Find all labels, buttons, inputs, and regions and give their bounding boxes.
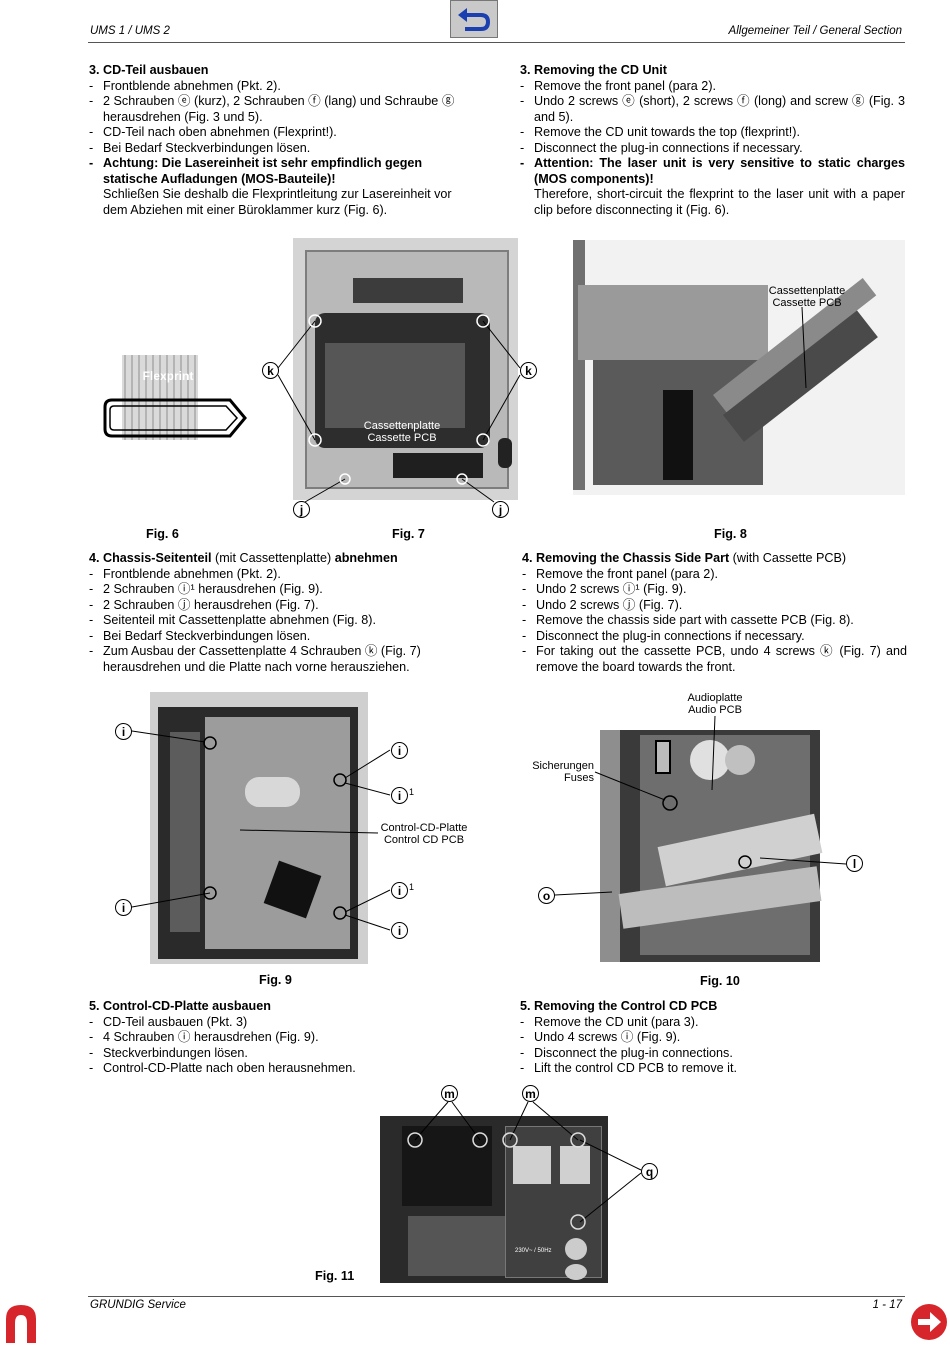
- list-item: Bei Bedarf Steckverbindungen lösen.: [89, 629, 477, 645]
- footer-divider: [88, 1296, 905, 1297]
- section-title: 3. Removing the CD Unit: [520, 63, 667, 77]
- fig8-caption: Fig. 8: [714, 527, 747, 541]
- list-item: Disconnect the plug-in connections.: [520, 1046, 905, 1062]
- flexprint-label: Flexprint: [142, 369, 194, 383]
- list-item: CD-Teil ausbauen (Pkt. 3): [89, 1015, 477, 1031]
- next-page-arrow-icon: [911, 1304, 947, 1340]
- fig10-photo: [600, 730, 823, 962]
- list-item: Undo 4 screws ⓘ (Fig. 9).: [520, 1030, 905, 1046]
- list-item: Undo 2 screws ⓙ (Fig. 7).: [522, 598, 907, 614]
- list-item: Lift the control CD PCB to remove it.: [520, 1061, 905, 1077]
- fig11-caption: Fig. 11: [315, 1269, 355, 1283]
- callout-j-left: j: [293, 501, 310, 518]
- fig8-photo: [573, 240, 905, 495]
- list-item: 4 Schrauben ⓘ herausdrehen (Fig. 9).: [89, 1030, 477, 1046]
- section-title: 5. Control-CD-Platte ausbauen: [89, 999, 271, 1013]
- fig6-caption: Fig. 6: [146, 527, 179, 541]
- list-item: Zum Ausbau der Cassettenplatte 4 Schraub…: [89, 644, 477, 675]
- return-arrow-icon: [458, 8, 491, 31]
- previous-page-icon: [6, 1305, 36, 1343]
- fig9-photo: [150, 692, 368, 964]
- flexprint-diagram: [103, 355, 247, 440]
- list-item: 2 Schrauben ⓘ¹ herausdrehen (Fig. 9).: [89, 582, 477, 598]
- warning-text: Attention: The laser unit is very sensit…: [534, 156, 905, 186]
- header-section: Allgemeiner Teil / General Section: [728, 25, 902, 37]
- fig7-photo: [293, 238, 518, 500]
- section-title: 4. Chassis-Seitenteil (mit Cassettenplat…: [89, 551, 398, 565]
- list-item: Seitenteil mit Cassettenplatte abnehmen …: [89, 613, 477, 629]
- section-5-english: 5. Removing the Control CD PCB Remove th…: [520, 999, 905, 1077]
- callout-k-left: k: [262, 362, 279, 379]
- section-3-english: 3. Removing the CD Unit Remove the front…: [520, 63, 905, 218]
- list-item: Bei Bedarf Steckverbindungen lösen.: [89, 141, 477, 157]
- list-item: Steckverbindungen lösen.: [89, 1046, 477, 1062]
- callout-j-right: j: [492, 501, 509, 518]
- superscript-1: 1: [409, 787, 415, 797]
- callout-o: o: [538, 887, 555, 904]
- warning-text: Achtung: Die Lasereinheit ist sehr empfi…: [103, 156, 423, 186]
- list-item: Frontblende abnehmen (Pkt. 2).: [89, 79, 477, 95]
- header-model: UMS 1 / UMS 2: [90, 25, 170, 37]
- fig11-panel-text: 230V~ / 50Hz: [515, 1248, 552, 1254]
- list-item: Remove the front panel (para 2).: [522, 567, 907, 583]
- next-page-button[interactable]: [910, 1303, 948, 1341]
- callout-i1-right-2: i: [391, 882, 408, 899]
- header-divider: [88, 42, 905, 43]
- list-item: Control-CD-Platte nach oben herausnehmen…: [89, 1061, 477, 1077]
- section-3-german: 3. CD-Teil ausbauen Frontblende abnehmen…: [89, 63, 477, 218]
- callout-m-left: m: [441, 1085, 458, 1102]
- fig11-photo: [380, 1116, 608, 1283]
- section-4-german: 4. Chassis-Seitenteil (mit Cassettenplat…: [89, 551, 477, 675]
- list-item: CD-Teil nach oben abnehmen (Flexprint!).: [89, 125, 477, 141]
- section-4-english: 4. Removing the Chassis Side Part (with …: [522, 551, 907, 675]
- list-item: For taking out the cassette PCB, undo 4 …: [522, 644, 907, 675]
- warning-item: Achtung: Die Lasereinheit ist sehr empfi…: [89, 156, 477, 218]
- list-item: Disconnect the plug-in connections if ne…: [522, 629, 907, 645]
- callout-i-right-1: i: [391, 742, 408, 759]
- callout-q: q: [641, 1163, 658, 1180]
- callout-i-bottom-left: i: [115, 899, 132, 916]
- section-title: 3. CD-Teil ausbauen: [89, 63, 209, 77]
- list-item: Remove the chassis side part with casset…: [522, 613, 907, 629]
- list-item: Disconnect the plug-in connections if ne…: [520, 141, 905, 157]
- section-5-german: 5. Control-CD-Platte ausbauen CD-Teil au…: [89, 999, 477, 1077]
- list-item: Remove the CD unit (para 3).: [520, 1015, 905, 1031]
- back-button[interactable]: [450, 0, 498, 38]
- callout-l: l: [846, 855, 863, 872]
- callout-i-right-2: i: [391, 922, 408, 939]
- callout-i-top-left: i: [115, 723, 132, 740]
- section-title: 4. Removing the Chassis Side Part (with …: [522, 551, 847, 565]
- warning-note: Schließen Sie deshalb die Flexprintleitu…: [103, 187, 452, 217]
- callout-k-right: k: [520, 362, 537, 379]
- previous-page-button[interactable]: [4, 1303, 38, 1343]
- list-item: 2 Schrauben ⓔ (kurz), 2 Schrauben ⓕ (lan…: [89, 94, 477, 125]
- callout-i1-right-1: i: [391, 787, 408, 804]
- list-item: Undo 2 screws ⓔ (short), 2 screws ⓕ (lon…: [520, 94, 905, 125]
- fig10-caption: Fig. 10: [700, 974, 740, 988]
- warning-note: Therefore, short-circuit the flexprint t…: [534, 187, 905, 217]
- callout-m-right: m: [522, 1085, 539, 1102]
- list-item: Remove the front panel (para 2).: [520, 79, 905, 95]
- list-item: Remove the CD unit towards the top (flex…: [520, 125, 905, 141]
- list-item: Frontblende abnehmen (Pkt. 2).: [89, 567, 477, 583]
- warning-item: Attention: The laser unit is very sensit…: [520, 156, 905, 218]
- list-item: Undo 2 screws ⓘ¹ (Fig. 9).: [522, 582, 907, 598]
- section-title: 5. Removing the Control CD PCB: [520, 999, 718, 1013]
- list-item: 2 Schrauben ⓙ herausdrehen (Fig. 7).: [89, 598, 477, 614]
- superscript-1: 1: [409, 882, 415, 892]
- page-number: 1 - 17: [872, 1299, 902, 1311]
- fig7-caption: Fig. 7: [392, 527, 425, 541]
- fig9-caption: Fig. 9: [259, 973, 292, 987]
- footer-brand: GRUNDIG Service: [90, 1299, 186, 1311]
